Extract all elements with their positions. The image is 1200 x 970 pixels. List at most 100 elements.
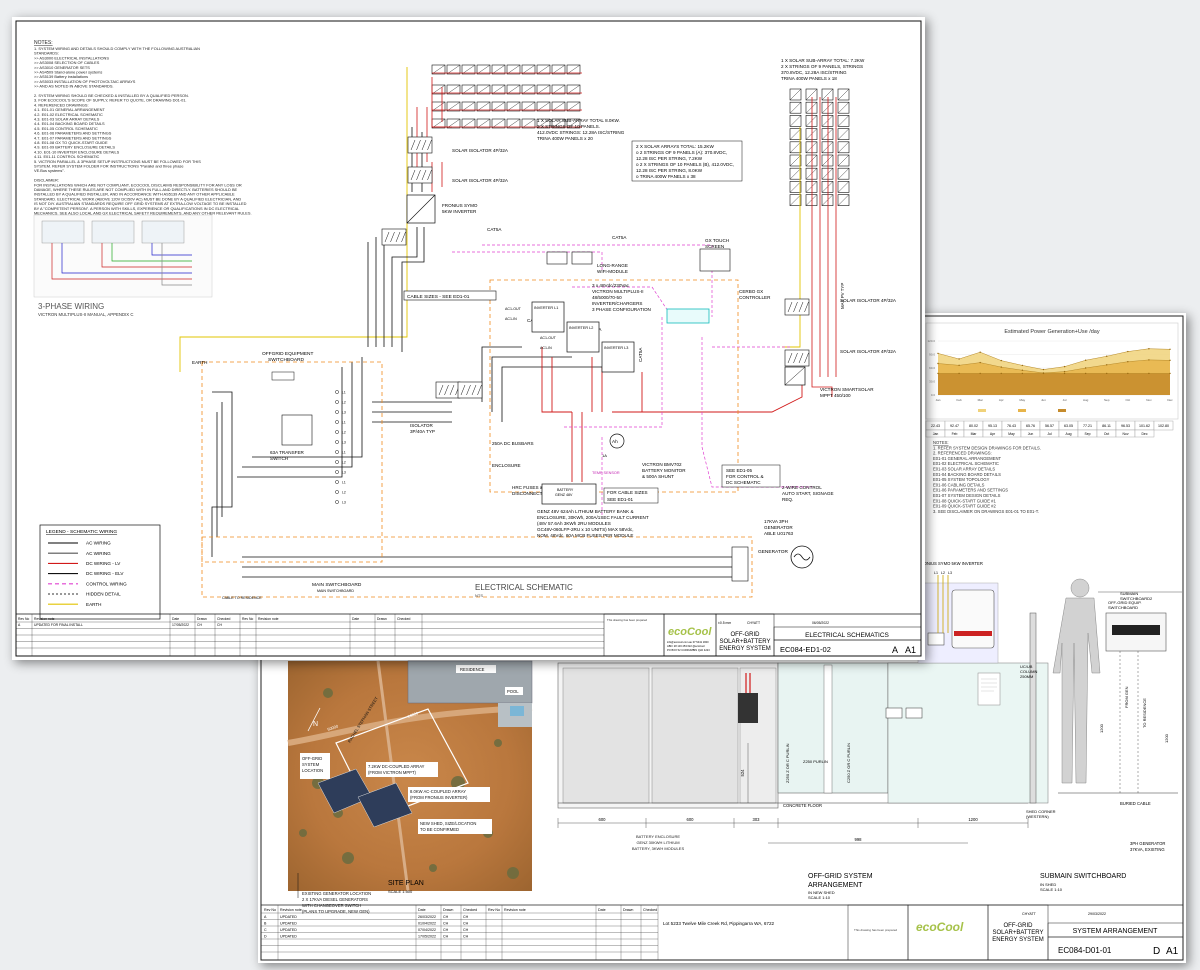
offgrid-sb-l2: SWITCHBOARD [268, 357, 305, 363]
chart-point [1000, 366, 1002, 368]
gen-location-l3: WITH CHANGEOVER SWITCH [302, 903, 361, 908]
cat5a-label-2: CAT5A [612, 235, 627, 240]
submain-sub-l1: IN SHED [1040, 882, 1056, 887]
drawing-rev: D [1153, 946, 1160, 957]
inverter-l1-label: INVERTER L1 [534, 306, 558, 310]
dim-600-a: 600 [599, 817, 607, 822]
breaker-terminal [335, 470, 339, 474]
notes-line: 5. VICTRON PARALLEL & 3PHASE SETUP INSTR… [34, 159, 201, 164]
column-l1: UC/UB [1020, 664, 1033, 669]
notes-line: >> AS4509 Stand-alone power systems [34, 70, 102, 75]
phase-label: L1 [342, 481, 346, 485]
site-plan: RESIDENCE POOL OFF-GRID SYSTEM LOCATION … [287, 660, 533, 914]
drawn-by: CHYATT [1022, 912, 1037, 916]
victron-l1: 3 x 48Vdc/230Vac [592, 283, 630, 288]
notes-line: DAMAGE, WHERE THESE RULES ARE NOT COMPLI… [34, 187, 238, 192]
chart-point [1127, 361, 1129, 363]
rev-header: Checked [397, 617, 410, 621]
two-wire-l1: 2-WIRE CONTROL [782, 485, 822, 490]
transfer-switch-l1: 63A TRANSFER [270, 450, 305, 455]
rev-cell: 07/04/2022 [418, 928, 436, 932]
rev-cell: CH [217, 623, 222, 627]
shed-elevation: Z250 Z OR C PURLIN C250 Z OR C PURLIN Z2… [557, 561, 1182, 900]
long-range-l2: WIFI-MODULE [597, 269, 628, 274]
rev-header: Checked [217, 617, 230, 621]
genset-l1: 17KVA 3PH [764, 519, 788, 524]
chart-point [1063, 365, 1066, 368]
sub-array-b-l4: TRINA 400W PANELS x 18 [781, 76, 837, 81]
cerbo-gx-box [666, 308, 710, 324]
sub-array-a-l3: 412.0VDC STRINGS: 12.28A ISC/STRING [537, 130, 625, 135]
total-array-l4: o 2 X STRINGS OF 10 PANELS (B), 412.0VDC… [636, 162, 734, 167]
notes-line: INSTALLED BY A QUALIFIED INSTALLER, AND … [34, 192, 235, 197]
solar-isolator-label-2: SOLAR ISOLATOR 4P/32A [452, 178, 509, 183]
main-switchboard-label: MAIN SWITCHBOARD [312, 582, 362, 588]
rev-cell: CH [463, 915, 469, 919]
project-front-l2: SOLAR+BATTERY [720, 639, 771, 645]
notes-line: >> AS3000 ELECTRICAL INSTALLATIONS [34, 55, 109, 60]
legend-title: LEGEND - SCHEMATIC WIRING [46, 529, 117, 535]
legend-label: CONTROL WIRING [86, 581, 127, 586]
phase-label: L1 [342, 391, 346, 395]
battery-enclosure-l1: BATTERY ENCLOSURE [636, 834, 680, 839]
sub-array-b-l2: 2 X STRINGS OF 9 PANELS, STRINGS [781, 64, 863, 69]
isolator-switches [381, 136, 810, 399]
battery-desc-l1: GENZ 48V 624Ah LITHIUM BATTERY BANK & [537, 509, 634, 514]
notes-line: >> AND AS NOTED IN ABOVE STANDARDS. [34, 84, 114, 89]
rev-cell: CH [443, 935, 449, 939]
chart-title: Estimated Power Generation+Use /day [1004, 329, 1099, 335]
notes-line: 4.6. E01-06 PARAMETERS AND SETTINGS [34, 131, 112, 136]
x-tick-label: Jun [1041, 398, 1046, 402]
victron-l4: INVERTER/CHARGERS [592, 301, 642, 306]
battery-desc-l4: GC48V-060LFP-2RU x 10 UNITS) MAX 58Vdc, [537, 527, 634, 532]
legend-label: DC WIRING - LV [86, 561, 121, 566]
three-phase-title: 3-PHASE WIRING [38, 302, 104, 311]
column-l2: COLUMN [1020, 669, 1037, 674]
ecocool-logo: ecoCool [916, 920, 964, 934]
project-l1: OFF-GRID [1004, 923, 1034, 929]
breaker-terminal [335, 420, 339, 424]
drawing-number: EC084-D01-01 [1058, 946, 1112, 955]
x-tick-label: Aug [1083, 398, 1089, 402]
notes-line: 1. SYSTEM WIRING AND DETAILS SHOULD COMP… [34, 46, 200, 51]
chart-line-series [937, 359, 1171, 374]
rev-cell: 26/03/2022 [418, 915, 436, 919]
notes-line: 2. SYSTEM WIRING SHOULD BE CHECKED & INS… [34, 93, 189, 98]
project-front-l3: ENERGY SYSTEM [719, 646, 771, 652]
rev-header: Date [598, 908, 606, 912]
chart-point [1084, 372, 1087, 375]
rev-cell: 17/05/2022 [418, 935, 436, 939]
pool-label: POOL [507, 689, 519, 694]
rev-header: Drawn [623, 908, 633, 912]
ah-label: Ah [612, 439, 618, 444]
cable-sizes-label: CABLE SIZES - SEE ED1-01 [407, 294, 470, 300]
generation-chart: Estimated Power Generation+Use /day 0.03… [925, 322, 1179, 420]
table-value: 63.05 [1064, 424, 1073, 428]
x-tick-label: Feb [957, 398, 963, 402]
rev-header: Drawn [443, 908, 453, 912]
chart-point [979, 351, 981, 353]
site-dim-2: 14000 [407, 710, 420, 719]
shunt-meter [609, 433, 625, 449]
long-range-l1: LONG-RANGE [597, 263, 628, 268]
chart-point [958, 358, 960, 360]
bmv-l2: BATTERY MONITOR [642, 468, 686, 473]
project-l3: ENERGY SYSTEM [992, 937, 1044, 943]
pool-shape [510, 706, 524, 716]
rev-header: Date [172, 617, 179, 621]
x-tick-label: Oct [1125, 398, 1130, 402]
rev-cell: CH [443, 928, 449, 932]
drawing-rev-front: A [892, 645, 898, 655]
dc-array-l2: (FROM VICTRON MPPT) [368, 770, 417, 775]
purlin-label-v1: Z250 Z OR C PURLIN [785, 743, 790, 783]
rev-cell: UPDATED [280, 928, 297, 932]
notes-line: 3. FOR ECOCOOL'S SCOPE OF SUPPLY, REFER … [34, 98, 187, 103]
project-l2: SOLAR+BATTERY [993, 930, 1044, 936]
rev-header: Checked [643, 908, 657, 912]
rev-header: Rev No [18, 617, 29, 621]
battery-system: 250A DC BUSBARS ENCLOSURE Ah VICTRON BMV… [492, 433, 686, 538]
arrangement-note-line: E01-07 SYSTEM DESIGN DETAILS [933, 493, 1001, 498]
chart-point [1169, 372, 1171, 375]
